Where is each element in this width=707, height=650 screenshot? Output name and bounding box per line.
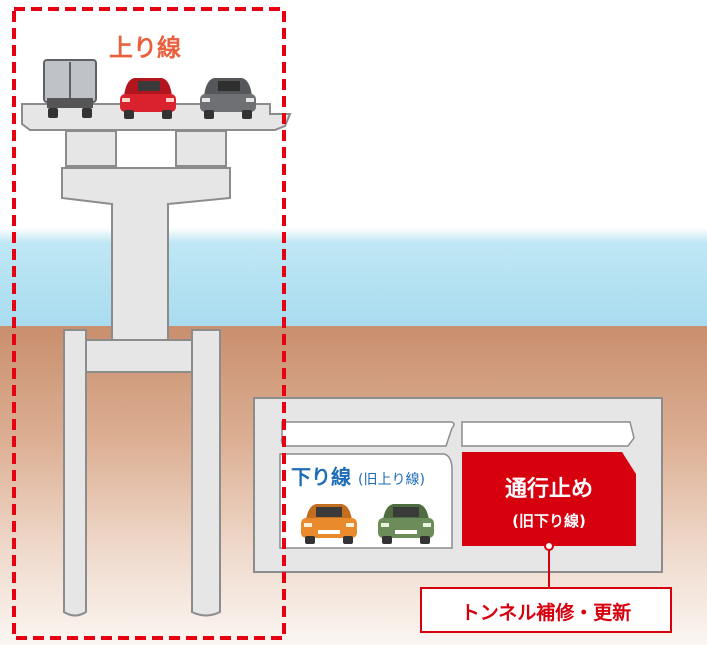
red-car-icon — [120, 78, 176, 119]
closed-note: (旧下り線) — [512, 512, 586, 530]
down-line-label: 下り線 — [291, 465, 351, 489]
up-line-label: 上り線 — [109, 34, 181, 62]
callout-box — [420, 587, 672, 633]
pile-right — [191, 329, 221, 617]
green-car-icon — [378, 504, 434, 544]
bridge-structure — [21, 103, 292, 617]
down-line-note: (旧上り線) — [358, 472, 425, 488]
water-layer — [0, 228, 707, 326]
bearing-left — [65, 130, 117, 167]
tunnel-ceiling-left — [280, 421, 455, 447]
callout-dot — [544, 541, 554, 551]
pile-left — [63, 329, 87, 617]
tunnel-lane-closed — [462, 452, 636, 546]
tunnel-ceiling-right — [461, 421, 635, 447]
callout-label: トンネル補修・更新 — [461, 601, 632, 624]
up-line-highlight-border — [12, 7, 286, 640]
closed-label: 通行止め — [505, 476, 593, 502]
bearing-right — [175, 130, 227, 167]
gray-car-icon — [200, 78, 256, 119]
orange-car-icon — [301, 504, 357, 544]
truck-icon — [43, 59, 97, 118]
